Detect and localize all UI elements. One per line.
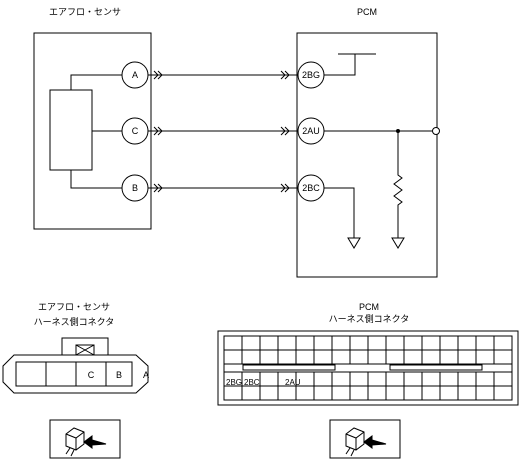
sensor-title: エアフロ・センサ <box>49 7 121 17</box>
pcm-connector-title-2: ハーネス側コネクタ <box>329 313 410 324</box>
pcm-pin-2bc-label: 2BC <box>302 183 320 193</box>
sensor-pin-a: A <box>121 61 149 89</box>
pcm-box <box>296 32 438 278</box>
sensor-pin-a-label: A <box>132 70 138 80</box>
sensor-connector-cell-a: A <box>143 370 149 380</box>
resistor-icon <box>393 131 403 238</box>
pcm-connector-latch <box>389 364 483 371</box>
sensor-connector-cell-b: B <box>116 370 122 380</box>
sensor-connector-cell-c: C <box>88 370 95 380</box>
sensor-pin-c-label: C <box>132 126 139 136</box>
sensor-pin-b: B <box>121 174 149 202</box>
pcm-pin-2bg-label: 2BG <box>302 70 320 80</box>
pcm-pin-2au-label: 2AU <box>302 126 320 136</box>
sensor-connector-title-2: ハーネス側コネクタ <box>34 316 115 327</box>
pcm-connector-grid <box>224 336 512 401</box>
pcm-side-connector-marks <box>280 70 290 193</box>
pcm-title: PCM <box>357 7 377 17</box>
pcm-connector-label-2bc: 2BC <box>244 378 260 387</box>
sensor-connector-title-1: エアフロ・センサ <box>38 302 110 312</box>
connector-view-icon <box>329 419 401 459</box>
pcm-wire-2bg <box>324 54 356 76</box>
pcm-pin-2bc: 2BC <box>297 174 325 202</box>
pcm-connector-label-2au: 2AU <box>285 378 301 387</box>
sensor-pin-c: C <box>121 117 149 145</box>
pcm-harness-connector: 2BG 2BC 2AU <box>217 330 519 406</box>
pcm-connector-latch <box>242 364 336 371</box>
sensor-element <box>49 89 93 171</box>
pcm-connector-title-1: PCM <box>359 302 379 312</box>
sensor-wire-a <box>70 74 122 90</box>
pcm-wire-2bc <box>324 187 355 238</box>
signal-terminal-icon <box>432 127 440 135</box>
sensor-wire-b <box>70 170 122 189</box>
ground-icon <box>347 237 361 249</box>
sensor-side-connector-marks <box>153 70 163 193</box>
pcm-pin-2bg: 2BG <box>297 61 325 89</box>
connector-view-icon <box>49 419 121 459</box>
ground-icon <box>391 237 405 249</box>
sensor-harness-connector: C B <box>2 337 149 394</box>
pcm-pin-2au: 2AU <box>297 117 325 145</box>
sensor-pin-b-label: B <box>132 183 138 193</box>
pcm-connector-label-2bg: 2BG <box>226 378 242 387</box>
